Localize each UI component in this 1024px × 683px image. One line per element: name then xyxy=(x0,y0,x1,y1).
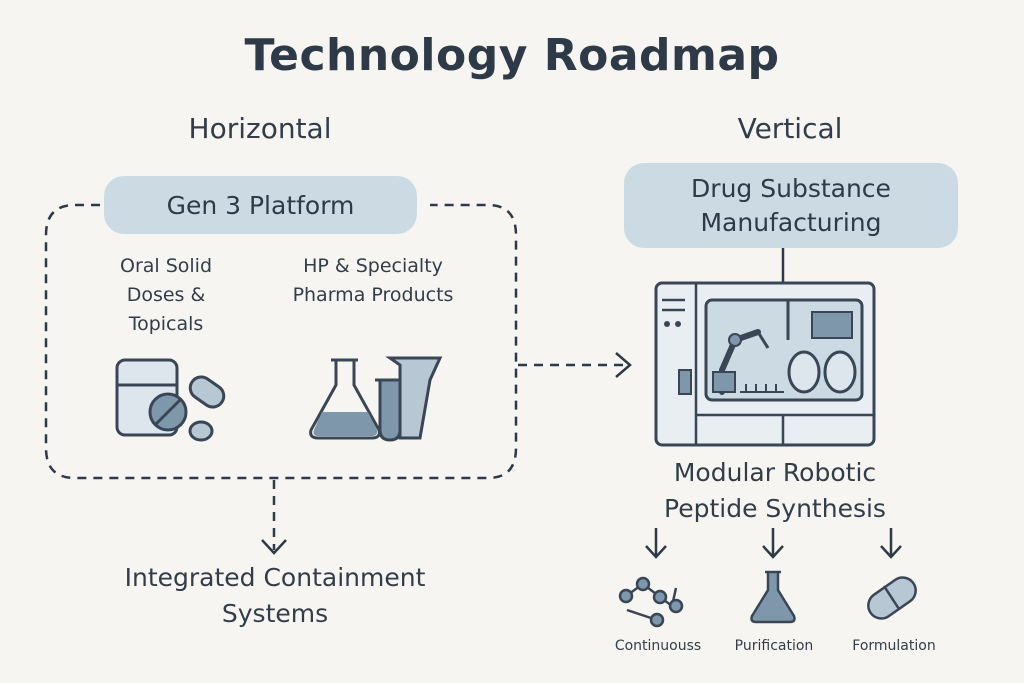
drug-substance-pill: Drug Substance Manufacturing xyxy=(624,163,958,248)
robotic-synthesis-label: Modular Robotic Peptide Synthesis xyxy=(664,458,886,523)
horizontal-heading: Horizontal xyxy=(188,112,332,145)
output-label-continuous: Continuouss xyxy=(614,638,702,654)
output-arrows xyxy=(645,528,902,559)
page-title: Technology Roadmap xyxy=(244,30,780,81)
vertical-heading: Vertical xyxy=(737,112,843,145)
output-label-purification: Purification xyxy=(734,638,814,654)
gen3-platform-label: Gen 3 Platform xyxy=(166,190,355,220)
gen3-platform-pill: Gen 3 Platform xyxy=(104,176,417,234)
hp-specialty-label: HP & Specialty Pharma Products xyxy=(292,255,454,306)
flask-icon xyxy=(309,358,381,440)
containment-label: Integrated Containment Systems xyxy=(124,563,426,628)
horizontal-dashed-box xyxy=(44,203,518,480)
robotic-machine-icon xyxy=(654,281,876,447)
flask-small-icon xyxy=(750,570,796,624)
tablets-icon xyxy=(148,375,226,442)
arrowhead-right xyxy=(615,352,632,378)
molecule-chain-icon xyxy=(618,576,684,628)
capsule-icon xyxy=(867,576,917,620)
output-label-formulation: Formulation xyxy=(852,638,936,654)
drug-substance-label: Drug Substance Manufacturing xyxy=(691,173,891,237)
arrowhead-down xyxy=(261,539,287,555)
beaker-icon xyxy=(385,356,443,440)
oral-solid-label: Oral Solid Doses & Topicals xyxy=(119,255,213,335)
